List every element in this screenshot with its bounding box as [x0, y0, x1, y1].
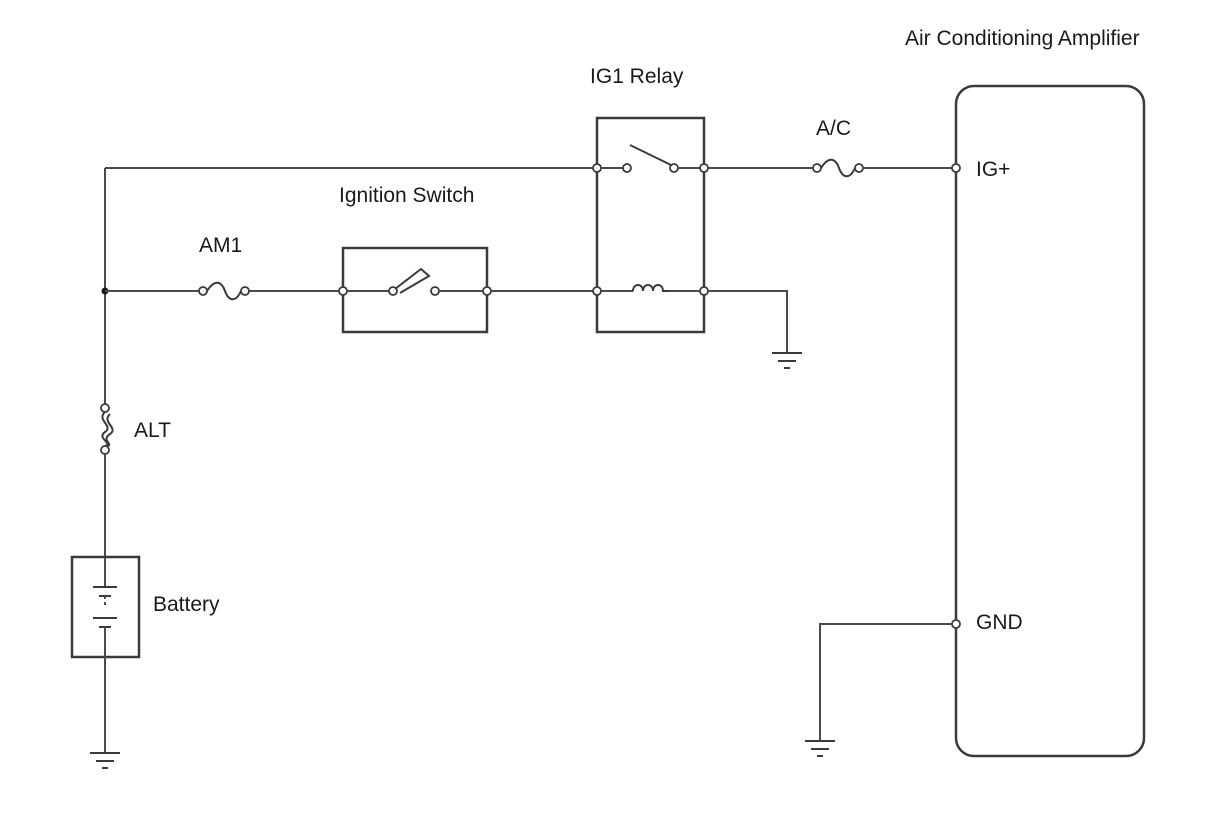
ignition-switch-symbol: [338, 267, 492, 296]
ig-plus-terminal-label: IG+: [976, 158, 1010, 181]
ignition-switch-label: Ignition Switch: [339, 184, 474, 207]
amplifier-box: [954, 84, 1146, 758]
coil-ground-symbol: [772, 352, 802, 369]
am1-fuse-label: AM1: [199, 234, 242, 257]
am1-fuse-symbol: [198, 281, 250, 301]
gnd-terminal: [951, 619, 961, 629]
battery-ground-symbol: [90, 752, 120, 769]
ac-fuse-symbol: [812, 158, 864, 178]
alt-fuse-symbol: [100, 403, 114, 455]
gnd-terminal-label: GND: [976, 611, 1023, 634]
battery-label: Battery: [153, 593, 220, 616]
amplifier-label: Air Conditioning Amplifier: [905, 27, 1140, 50]
gnd-wire: [819, 623, 952, 740]
amplifier-ground-symbol: [805, 740, 835, 757]
ig1-relay-coil: [592, 284, 709, 296]
ig1-relay-contact: [592, 144, 709, 173]
ig1-relay-label: IG1 Relay: [590, 65, 684, 88]
coil-ground-wire: [708, 290, 788, 352]
battery-symbol: [93, 557, 117, 657]
ig-plus-terminal: [951, 163, 961, 173]
ac-fuse-label: A/C: [816, 117, 851, 140]
alt-fuse-label: ALT: [134, 419, 171, 442]
ig1-relay-box: [595, 116, 706, 334]
